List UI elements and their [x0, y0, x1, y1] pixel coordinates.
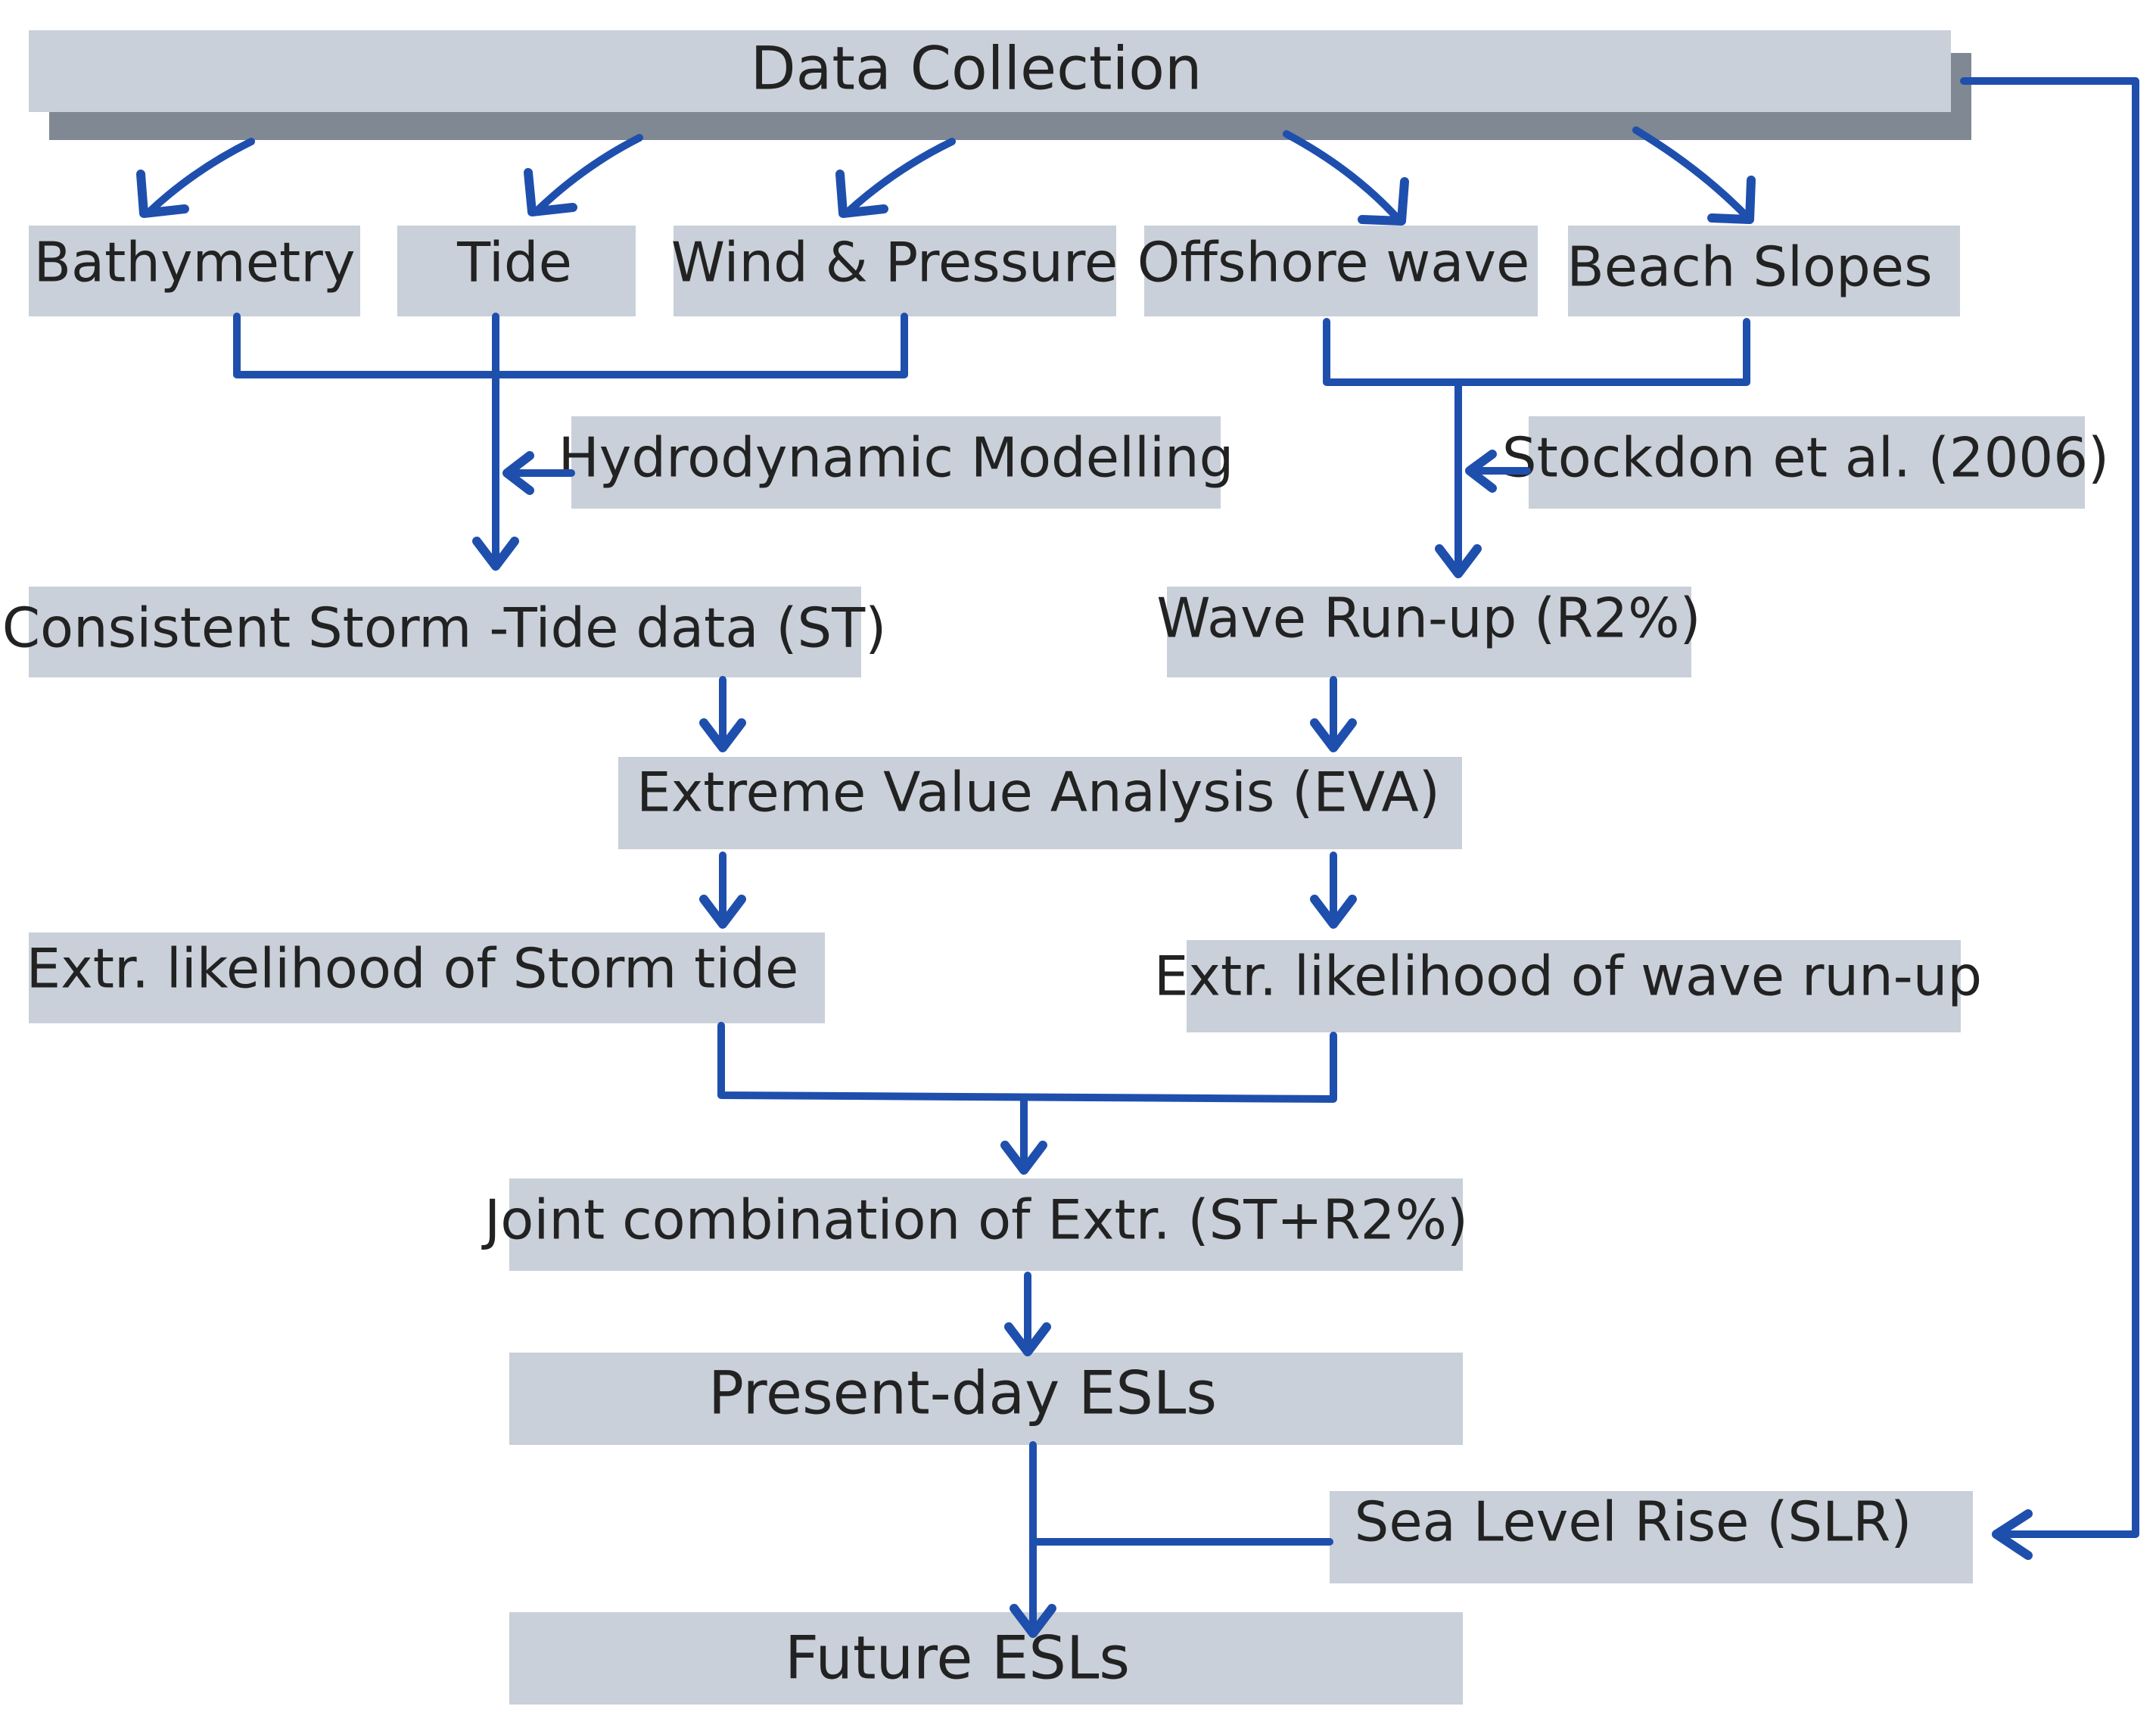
merge-left-inputs — [233, 313, 908, 571]
hydrodynamic-modelling-node: Hydrodynamic Modelling — [558, 416, 1234, 509]
offshore-wave-node: Offshore wave — [1137, 226, 1538, 316]
arrow-to-bathymetry — [136, 138, 255, 218]
arrow-data-collection-to-slr — [1960, 77, 2139, 1560]
likelihood-wave-runup-node: Extr. likelihood of wave run-up — [1154, 940, 1982, 1032]
data-collection-node: Data Collection — [29, 30, 1971, 140]
wind-pressure-node: Wind & Pressure — [671, 226, 1118, 316]
arrow-to-tide — [524, 134, 643, 216]
slr-label: Sea Level Rise (SLR) — [1355, 1490, 1912, 1554]
arrow-eva-to-likelihood-runup — [1310, 852, 1357, 929]
future-esls-node: Future ESLs — [509, 1612, 1463, 1705]
arrow-to-beach-slopes — [1632, 126, 1756, 224]
joint-combination-node: Joint combination of Extr. (ST+R2%) — [481, 1178, 1468, 1271]
beach-slopes-label: Beach Slopes — [1566, 235, 1932, 299]
bathymetry-node: Bathymetry — [29, 226, 360, 316]
merge-likelihoods — [717, 1022, 1337, 1175]
arrow-to-offshore-wave — [1283, 130, 1409, 226]
likelihood-storm-tide-label: Extr. likelihood of Storm tide — [26, 937, 799, 1001]
eva-label: Extreme Value Analysis (EVA) — [636, 761, 1440, 824]
wind-pressure-label: Wind & Pressure — [671, 231, 1118, 294]
slr-node: Sea Level Rise (SLR) — [1330, 1490, 1973, 1583]
arrow-st-to-eva — [699, 676, 746, 752]
data-collection-label: Data Collection — [751, 35, 1202, 103]
arrow-eva-to-likelihood-st — [699, 852, 746, 929]
storm-tide-data-node: Consistent Storm -Tide data (ST) — [2, 587, 887, 677]
tide-node: Tide — [397, 226, 636, 316]
storm-tide-data-label: Consistent Storm -Tide data (ST) — [2, 596, 887, 660]
arrow-hydrodynamic-modelling — [502, 451, 575, 495]
arrow-runup-to-eva — [1310, 676, 1357, 752]
joint-combination-label: Joint combination of Extr. (ST+R2%) — [481, 1188, 1468, 1252]
likelihood-storm-tide-node: Extr. likelihood of Storm tide — [26, 932, 825, 1023]
bathymetry-label: Bathymetry — [34, 231, 356, 294]
arrow-joint-to-present — [1004, 1272, 1051, 1356]
stockdon-label: Stockdon et al. (2006) — [1502, 426, 2109, 490]
offshore-wave-label: Offshore wave — [1137, 231, 1530, 294]
wave-runup-node: Wave Run-up (R2%) — [1156, 587, 1701, 677]
merge-right-inputs — [1323, 318, 1750, 578]
hydrodynamic-modelling-label: Hydrodynamic Modelling — [558, 426, 1234, 490]
present-esls-label: Present-day ESLs — [708, 1359, 1217, 1428]
beach-slopes-node: Beach Slopes — [1566, 226, 1960, 316]
arrow-present-to-future — [1010, 1441, 1333, 1638]
tide-label: Tide — [456, 231, 572, 294]
future-esls-label: Future ESLs — [785, 1624, 1130, 1692]
stockdon-node: Stockdon et al. (2006) — [1502, 416, 2109, 509]
arrow-to-wind-pressure — [835, 138, 956, 218]
likelihood-wave-runup-label: Extr. likelihood of wave run-up — [1154, 945, 1982, 1008]
eva-node: Extreme Value Analysis (EVA) — [618, 757, 1462, 849]
present-esls-node: Present-day ESLs — [509, 1353, 1463, 1445]
arrow-stockdon — [1465, 450, 1531, 493]
wave-runup-label: Wave Run-up (R2%) — [1156, 587, 1700, 650]
